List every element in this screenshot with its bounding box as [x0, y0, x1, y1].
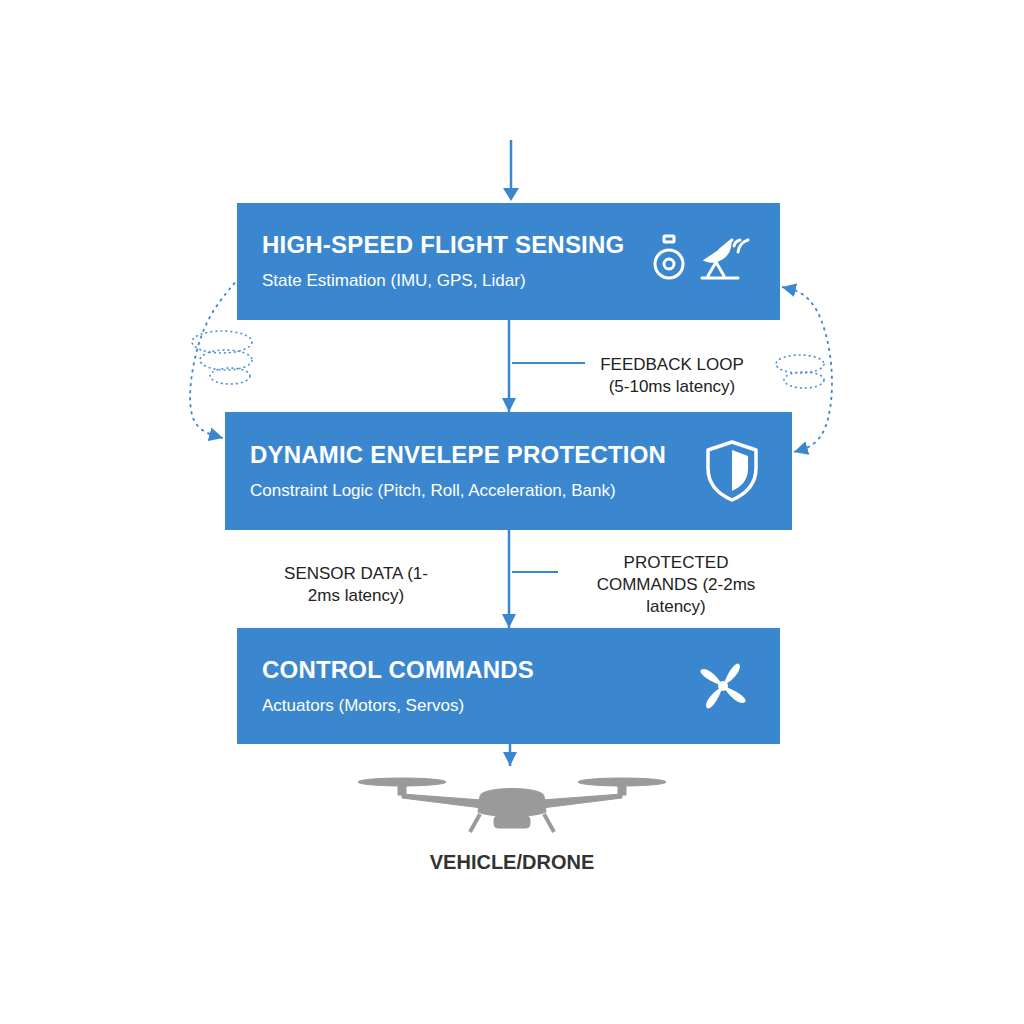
shield-icon [702, 438, 762, 504]
latency-label: FEEDBACK LOOP (5-10ms latency) [589, 354, 755, 398]
label-tick [512, 571, 558, 573]
box-detail: Constraint Logic (Pitch, Roll, Accelerat… [250, 480, 672, 502]
prop-icon [696, 659, 750, 713]
process-box: CONTROL COMMANDS Actuators (Motors, Servo… [237, 628, 780, 744]
label-tick [512, 362, 585, 364]
flow-arrow [508, 320, 511, 412]
sense-icon [650, 232, 760, 292]
latency-label: SENSOR DATA (1-2ms latency) [278, 563, 434, 607]
process-box: HIGH-SPEED FLIGHT SENSING State Estimatio… [237, 203, 780, 320]
process-box: DYNAMIC ENVELEPE PROTECTION Constraint Lo… [225, 412, 792, 530]
drone-illustration [352, 766, 672, 842]
vehicle-label: VEHICLE/DRONE [352, 851, 672, 874]
box-detail: State Estimation (IMU, GPS, Lidar) [262, 270, 660, 292]
box-heading: CONTROL COMMANDS [262, 655, 660, 685]
input-arrow [503, 140, 519, 201]
vehicle-node: VEHICLE/DRONE [352, 766, 672, 878]
flow-arrow [508, 530, 511, 628]
flow-arrow [509, 744, 512, 766]
box-heading: HIGH-SPEED FLIGHT SENSING [262, 230, 660, 260]
box-detail: Actuators (Motors, Servos) [262, 695, 660, 717]
latency-label: PROTECTED COMMANDS (2-2ms latency) [571, 552, 782, 618]
box-heading: DYNAMIC ENVELEPE PROTECTION [250, 440, 672, 470]
